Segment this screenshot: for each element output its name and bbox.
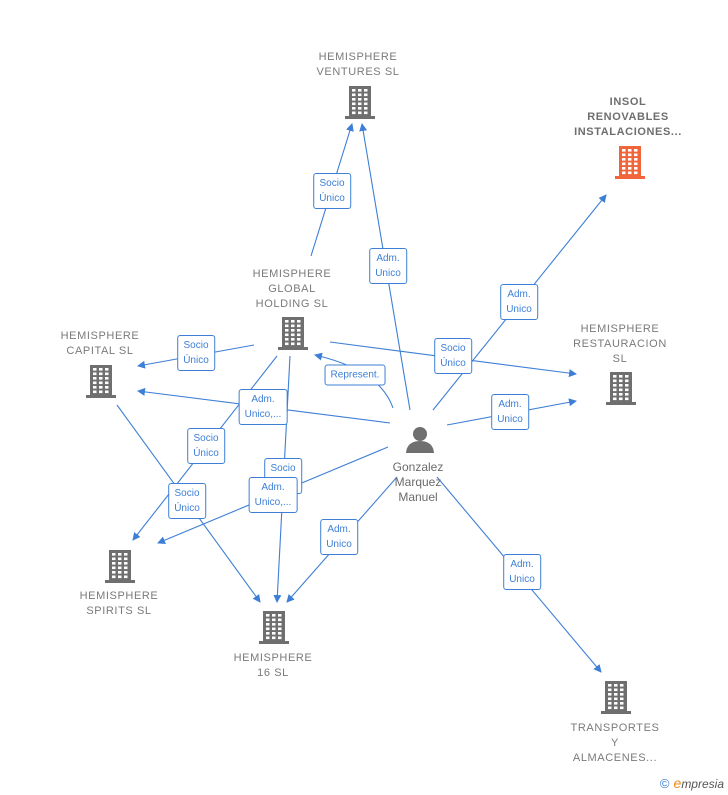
building-icon-transportes[interactable] <box>601 681 631 714</box>
person-label-line: Marquez <box>394 475 442 489</box>
company-label-line: GLOBAL <box>268 283 316 295</box>
edge-label-person-spirits[interactable]: Adm. Unico,... <box>248 477 298 513</box>
edge-label-person-transportes[interactable]: Adm. Unico <box>503 554 541 590</box>
company-label-insol[interactable]: INSOL RENOVABLES INSTALACIONES... <box>574 95 682 140</box>
edge-label-line: Único <box>440 358 466 369</box>
company-label-line: RESTAURACION <box>573 338 667 350</box>
company-label-line: 16 SL <box>257 667 289 679</box>
edge-label-line: Unico,... <box>244 409 282 420</box>
company-label-spirits[interactable]: HEMISPHERE SPIRITS SL <box>80 589 159 619</box>
company-label-line: RENOVABLES <box>587 111 669 123</box>
edge-label-line: Unico <box>506 304 532 315</box>
copyright-symbol: © <box>659 776 670 791</box>
company-label-restauracion[interactable]: HEMISPHERE RESTAURACION SL <box>573 322 667 367</box>
edge-label-person-capital[interactable]: Adm. Unico,... <box>238 389 288 425</box>
edge-label-line: Adm. <box>510 559 534 570</box>
edge-label-line: Adm. <box>507 289 531 300</box>
edge-label-person-restauracion[interactable]: Adm. Unico <box>491 394 529 430</box>
edge-label-line: Unico <box>497 414 523 425</box>
company-label-ventures[interactable]: HEMISPHERE VENTURES SL <box>316 50 399 80</box>
edge-label-person-global[interactable]: Represent. <box>324 364 386 386</box>
company-label-global[interactable]: HEMISPHERE GLOBAL HOLDING SL <box>253 267 332 312</box>
edge-label-line: Único <box>319 193 345 204</box>
edge-label-line: Socio <box>183 340 209 351</box>
company-label-line: SPIRITS SL <box>86 605 152 617</box>
company-label-h16[interactable]: HEMISPHERE 16 SL <box>234 651 313 681</box>
company-label-line: HEMISPHERE <box>79 590 159 602</box>
edge-label-person-insol[interactable]: Adm. Unico <box>500 284 538 320</box>
company-label-line: ALMACENES... <box>572 752 658 764</box>
edge-label-line: Unico,... <box>254 497 292 508</box>
edge-label-line: Socio <box>193 433 219 444</box>
edge-label-line: Unico <box>326 539 352 550</box>
building-icon-spirits[interactable] <box>105 550 135 583</box>
edge-label-line: Adm. <box>376 253 400 264</box>
company-label-line: HOLDING SL <box>255 298 329 310</box>
edge-label-line: Adm. <box>498 399 522 410</box>
edge-label-line: Unico <box>375 268 401 279</box>
building-icon-ventures[interactable] <box>345 86 375 119</box>
edge-label-line: Socio <box>270 463 296 474</box>
building-icon-h16[interactable] <box>259 611 289 644</box>
building-icon-insol[interactable] <box>615 146 645 179</box>
edge-label-line: Adm. <box>261 482 285 493</box>
company-label-line: CAPITAL SL <box>66 345 134 357</box>
company-label-capital[interactable]: HEMISPHERE CAPITAL SL <box>61 329 140 359</box>
company-label-line: HEMISPHERE <box>580 323 660 335</box>
edge-label-line: Adm. <box>251 394 275 405</box>
company-label-line: HEMISPHERE <box>233 652 313 664</box>
company-label-line: SL <box>612 353 628 365</box>
footer-brand[interactable]: ©empresia <box>660 775 724 791</box>
building-icon-global[interactable] <box>278 317 308 350</box>
brand-initial: e <box>673 775 682 791</box>
edge-label-line: Único <box>174 503 200 514</box>
edge-label-line: Represent. <box>330 369 380 381</box>
brand-name: mpresia <box>681 777 724 791</box>
company-label-line: INSOL <box>609 96 647 108</box>
company-label-line: HEMISPHERE <box>318 51 398 63</box>
person-label-line: Manuel <box>398 490 438 504</box>
edge-label-line: Único <box>183 355 209 366</box>
edge-label-line: Socio <box>319 178 345 189</box>
company-label-transportes[interactable]: TRANSPORTES Y ALMACENES... <box>571 721 660 766</box>
person-label-line: Gonzalez <box>392 460 444 474</box>
edge-label-line: Único <box>193 448 219 459</box>
company-label-line: VENTURES SL <box>316 66 400 78</box>
company-label-line: Y <box>611 737 619 749</box>
building-icon-capital[interactable] <box>86 365 116 398</box>
company-label-line: HEMISPHERE <box>252 268 332 280</box>
building-icon-restauracion[interactable] <box>606 372 636 405</box>
edge-label-line: Socio <box>174 488 200 499</box>
edge-label-person-ventures[interactable]: Adm. Unico <box>369 248 407 284</box>
node-icons <box>86 86 645 714</box>
company-label-line: HEMISPHERE <box>60 330 140 342</box>
edge-label-person-h16[interactable]: Adm. Unico <box>320 519 358 555</box>
person-icon[interactable] <box>406 427 434 453</box>
company-label-line: TRANSPORTES <box>570 722 660 734</box>
edge-label-line: Socio <box>440 343 466 354</box>
edge-label-line: Adm. <box>327 524 351 535</box>
edge-label-line: Unico <box>509 574 535 585</box>
company-label-line: INSTALACIONES... <box>574 126 682 138</box>
